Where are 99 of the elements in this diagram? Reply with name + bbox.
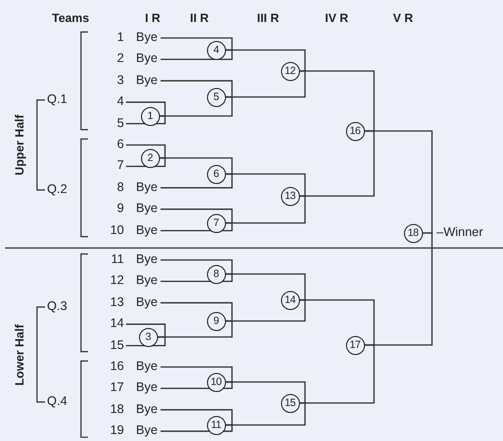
team-number: 14	[100, 317, 124, 330]
bracket-line	[226, 402, 306, 426]
column-header: V R	[393, 12, 414, 24]
bye-label: Bye	[136, 253, 158, 266]
bracket-line	[160, 409, 233, 426]
bracket-line	[160, 259, 233, 275]
bracket-line	[300, 70, 375, 132]
column-header: I R	[145, 12, 160, 24]
bye-label: Bye	[136, 424, 158, 437]
bracket-line	[126, 324, 166, 338]
match-circle: 18	[404, 224, 422, 242]
bracket-line	[300, 344, 375, 404]
bye-label: Bye	[136, 52, 158, 65]
match-circle: 16	[346, 122, 364, 140]
team-number: 9	[100, 202, 124, 215]
bracket-line	[126, 102, 166, 117]
bracket-line	[160, 222, 233, 232]
match-circle: 15	[280, 394, 300, 412]
team-number: 4	[100, 95, 124, 108]
match-circle: 4	[206, 40, 226, 60]
bracket-line	[160, 157, 233, 175]
group-label: Q.2	[47, 183, 68, 196]
match-circle: 5	[206, 88, 226, 106]
bracket-line	[126, 144, 166, 159]
bracket-line	[160, 80, 233, 98]
half-label: Lower Half	[13, 324, 26, 386]
match-circle: 1	[140, 106, 160, 126]
bracket-line	[160, 49, 233, 60]
bracket-line	[226, 273, 306, 301]
bye-label: Bye	[136, 360, 158, 372]
bye-label: Bye	[136, 224, 158, 236]
team-number: 2	[100, 52, 124, 65]
bracket-line	[226, 299, 306, 322]
bracket-line	[226, 70, 306, 98]
match-circle: 10	[206, 372, 226, 392]
match-circle: 12	[280, 62, 300, 80]
bracket-line	[160, 366, 233, 383]
bracket-line	[364, 232, 433, 346]
bracket-line	[226, 195, 306, 224]
bracket-line	[126, 115, 166, 124]
bye-label: Bye	[136, 274, 158, 287]
column-header: III R	[257, 12, 280, 24]
team-number: 10	[100, 224, 124, 236]
bye-label: Bye	[136, 74, 158, 86]
match-circle: 9	[206, 312, 226, 330]
group-label: Q.4	[47, 395, 68, 408]
bye-label: Bye	[136, 202, 158, 215]
bracket-line	[160, 302, 233, 322]
bracket-line	[364, 130, 433, 234]
bracket-line	[160, 381, 233, 390]
match-circle: 8	[206, 264, 226, 284]
column-header: Teams	[52, 12, 90, 24]
bye-label: Bye	[136, 296, 158, 308]
bye-label: Bye	[136, 402, 158, 416]
team-number: 13	[100, 296, 124, 308]
bracket-line	[160, 424, 233, 432]
team-number: 17	[100, 381, 124, 394]
team-number: 19	[100, 424, 124, 437]
match-circle: 11	[206, 416, 226, 434]
bye-label: Bye	[136, 31, 158, 44]
team-number: 3	[100, 74, 124, 86]
bracket-line	[158, 320, 233, 338]
bracket-line	[226, 49, 306, 72]
bracket-line	[160, 208, 233, 224]
bracket-line	[300, 130, 375, 197]
bracket-line	[160, 37, 233, 51]
team-number: 7	[100, 159, 124, 172]
match-circle: 6	[206, 164, 226, 184]
match-circle: 17	[346, 336, 364, 354]
match-circle: 14	[280, 290, 300, 310]
team-number: 11	[100, 253, 124, 266]
group-label: Q.3	[47, 300, 68, 312]
team-number: 8	[100, 180, 124, 194]
bracket-line	[226, 381, 306, 404]
group-label: Q.1	[47, 93, 68, 106]
bracket-line	[226, 173, 306, 197]
bracket-line	[300, 299, 375, 346]
team-number: 18	[100, 402, 124, 416]
team-number: 5	[100, 116, 124, 130]
winner-label: –Winner	[436, 226, 484, 238]
match-circle: 3	[138, 328, 158, 346]
column-header: II R	[190, 12, 209, 24]
bracket-line	[160, 273, 233, 282]
team-number: 1	[100, 31, 124, 44]
bye-label: Bye	[136, 180, 158, 194]
bracket-line	[126, 336, 166, 346]
match-circle: 2	[140, 148, 160, 168]
team-number: 16	[100, 360, 124, 372]
match-circle: 7	[206, 214, 226, 232]
bracket-line	[160, 173, 233, 188]
column-header: IV R	[325, 12, 348, 24]
half-label: Upper Half	[12, 114, 25, 176]
bracket-line	[160, 96, 233, 117]
team-number: 6	[100, 138, 124, 150]
match-circle: 13	[280, 186, 300, 206]
team-number: 12	[100, 274, 124, 287]
bye-label: Bye	[136, 381, 158, 394]
team-number: 15	[100, 338, 124, 352]
bracket-line	[126, 157, 166, 168]
